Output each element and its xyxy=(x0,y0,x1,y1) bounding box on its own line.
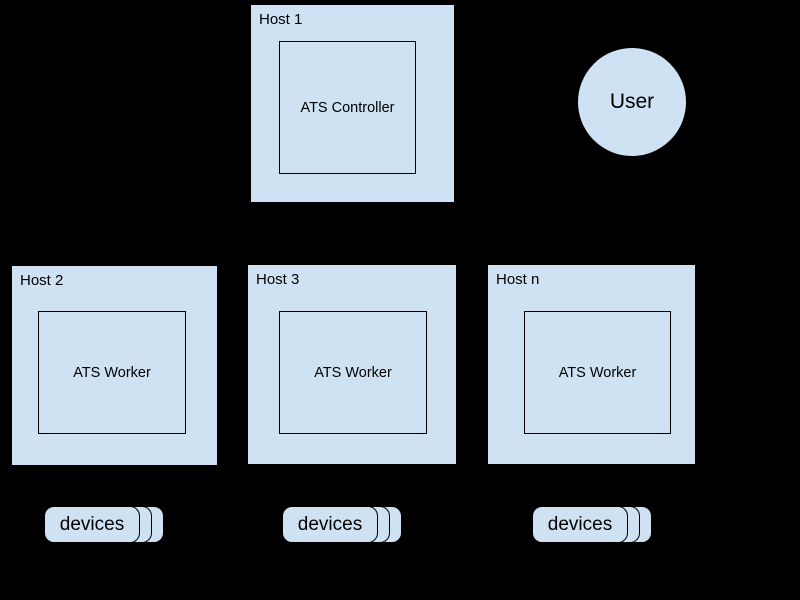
devices-label: devices xyxy=(297,513,363,535)
host-2-box: Host 2 ATS Worker xyxy=(11,265,218,466)
device-card-front: devices xyxy=(282,506,378,543)
host-1-box: Host 1 ATS Controller xyxy=(250,4,455,203)
ats-controller-box: ATS Controller xyxy=(279,41,416,174)
devices-label: devices xyxy=(59,513,125,535)
host-1-label: Host 1 xyxy=(259,11,303,28)
host-3-box: Host 3 ATS Worker xyxy=(247,264,457,465)
ats-worker-box: ATS Worker xyxy=(524,311,671,434)
user-circle: User xyxy=(577,47,687,157)
devices-stack: devices xyxy=(44,506,166,544)
devices-label: devices xyxy=(547,513,613,535)
host-3-label: Host 3 xyxy=(256,271,300,288)
device-card-front: devices xyxy=(532,506,628,543)
user-label: User xyxy=(609,90,655,113)
ats-worker-box: ATS Worker xyxy=(279,311,427,434)
host-n-box: Host n ATS Worker xyxy=(487,264,696,465)
devices-stack: devices xyxy=(282,506,404,544)
ats-controller-label: ATS Controller xyxy=(300,99,395,116)
ats-worker-label: ATS Worker xyxy=(558,364,637,381)
ats-worker-label: ATS Worker xyxy=(314,364,392,381)
ats-worker-label: ATS Worker xyxy=(73,364,151,381)
device-card-front: devices xyxy=(44,506,140,543)
host-n-label: Host n xyxy=(496,271,540,288)
devices-stack: devices xyxy=(532,506,654,544)
ats-worker-box: ATS Worker xyxy=(38,311,186,434)
host-2-label: Host 2 xyxy=(20,272,64,289)
